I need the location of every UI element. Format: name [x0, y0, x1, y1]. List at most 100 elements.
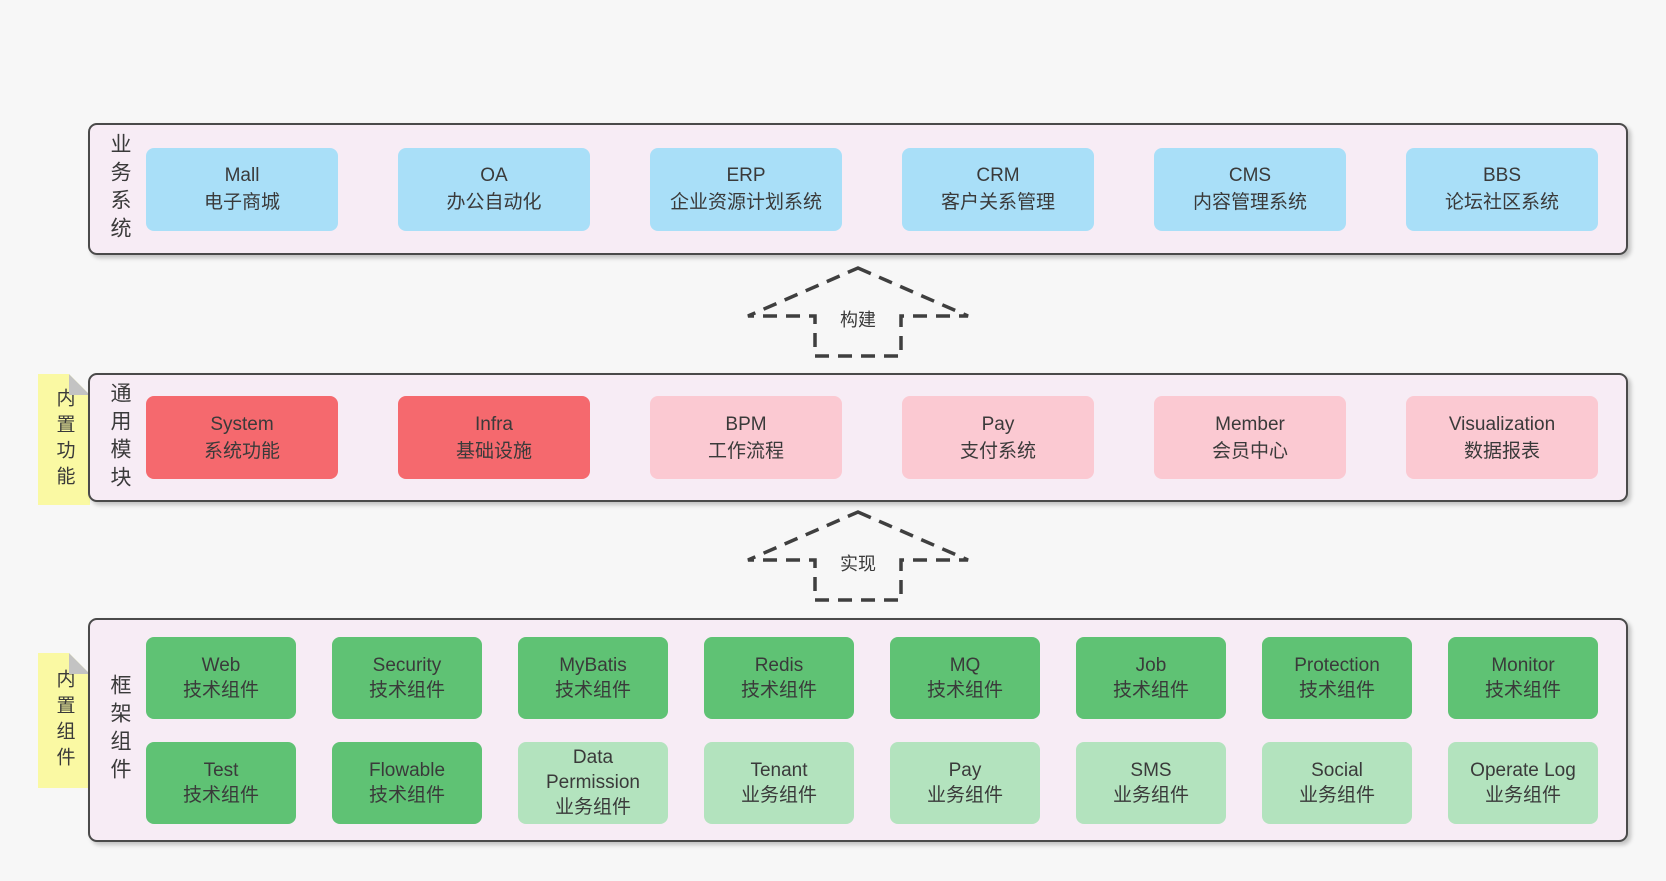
framework-components-panel: 框架组件 Web 技术组件 Security 技术组件 MyBatis 技术组件…: [88, 618, 1628, 842]
folded-corner: [69, 374, 90, 395]
box-mybatis: MyBatis 技术组件: [518, 636, 668, 719]
box-title: Pay: [948, 759, 982, 781]
box-redis: Redis 技术组件: [704, 636, 854, 719]
box-title: Monitor: [1491, 654, 1555, 676]
box-subtitle: 技术组件: [1112, 679, 1189, 701]
box-title: Flowable: [368, 759, 446, 781]
box-cms: CMS 内容管理系统: [1154, 147, 1346, 231]
framework-row-2: Test 技术组件 Flowable 技术组件 Data Permission …: [146, 741, 1598, 824]
box-title: Test: [203, 759, 239, 781]
box-subtitle: 办公自动化: [446, 192, 542, 213]
box-title: BBS: [1482, 165, 1522, 186]
box-subtitle: 技术组件: [368, 679, 445, 701]
box-subtitle: 技术组件: [1484, 679, 1561, 701]
box-social: Social 业务组件: [1262, 741, 1412, 824]
box-subtitle: 客户关系管理: [940, 192, 1055, 213]
box-title: Member: [1215, 413, 1285, 435]
box-subtitle: 业务组件: [740, 784, 817, 806]
box-title: SMS: [1130, 759, 1172, 781]
implement-arrow-label: 实现: [835, 549, 881, 577]
box-subtitle: 业务组件: [1298, 784, 1375, 806]
framework-row-1: Web 技术组件 Security 技术组件 MyBatis 技术组件 Redi…: [146, 636, 1598, 719]
box-subtitle: 技术组件: [740, 679, 817, 701]
box-tenant: Tenant 业务组件: [704, 741, 854, 824]
panel-label-common: 通用模块: [108, 381, 131, 494]
build-arrow-label: 构建: [835, 305, 881, 333]
box-title: Data Permission: [546, 747, 640, 793]
box-title: MQ: [949, 654, 981, 676]
folded-corner: [69, 653, 90, 674]
box-subtitle: 基础设施: [455, 440, 532, 462]
box-subtitle: 会员中心: [1211, 440, 1288, 462]
box-title: Job: [1135, 654, 1167, 676]
build-arrow: 构建: [738, 264, 978, 360]
box-subtitle: 技术组件: [182, 784, 259, 806]
box-subtitle: 内容管理系统: [1192, 192, 1307, 213]
box-title: Mall: [224, 165, 260, 186]
box-subtitle: 支付系统: [959, 440, 1036, 462]
box-subtitle: 技术组件: [554, 679, 631, 701]
common-modules-panel: 通用模块 System 系统功能 Infra 基础设施 BPM 工作流程 Pay…: [88, 373, 1628, 502]
box-title: Pay: [981, 413, 1015, 435]
box-oa: OA 办公自动化: [398, 147, 590, 231]
box-crm: CRM 客户关系管理: [902, 147, 1094, 231]
box-subtitle: 技术组件: [368, 784, 445, 806]
sticky-label: 内置功能: [53, 387, 75, 492]
box-subtitle: 论坛社区系统: [1444, 192, 1559, 213]
box-mall: Mall 电子商城: [146, 147, 338, 231]
box-pay-biz: Pay 业务组件: [890, 741, 1040, 824]
box-member: Member 会员中心: [1154, 396, 1346, 479]
box-title: Tenant: [750, 759, 808, 781]
box-title: Infra: [474, 413, 514, 435]
box-title: OA: [480, 165, 508, 186]
box-subtitle: 电子商城: [203, 192, 280, 213]
panel-label-business: 业务系统: [108, 133, 131, 245]
box-subtitle: 业务组件: [926, 784, 1003, 806]
box-subtitle: 数据报表: [1463, 440, 1540, 462]
box-test: Test 技术组件: [146, 741, 296, 824]
box-subtitle: 工作流程: [707, 440, 784, 462]
box-pay: Pay 支付系统: [902, 396, 1094, 479]
box-bpm: BPM 工作流程: [650, 396, 842, 479]
business-boxes: Mall 电子商城 OA 办公自动化 ERP 企业资源计划系统 CRM 客户关系…: [146, 125, 1598, 253]
box-infra: Infra 基础设施: [398, 396, 590, 479]
framework-rows: Web 技术组件 Security 技术组件 MyBatis 技术组件 Redi…: [146, 620, 1598, 840]
box-mq: MQ 技术组件: [890, 636, 1040, 719]
box-title: Operate Log: [1470, 759, 1576, 781]
box-operate-log: Operate Log 业务组件: [1448, 741, 1598, 824]
box-title: Security: [372, 654, 442, 676]
box-subtitle: 技术组件: [182, 679, 259, 701]
box-web: Web 技术组件: [146, 636, 296, 719]
panel-label-framework: 框架组件: [108, 674, 131, 786]
box-subtitle: 业务组件: [1484, 784, 1561, 806]
box-title: System: [210, 413, 274, 435]
common-boxes: System 系统功能 Infra 基础设施 BPM 工作流程 Pay 支付系统…: [146, 375, 1598, 500]
box-flowable: Flowable 技术组件: [332, 741, 482, 824]
box-visualization: Visualization 数据报表: [1406, 396, 1598, 479]
box-subtitle: 技术组件: [1298, 679, 1375, 701]
box-data-permission: Data Permission 业务组件: [518, 741, 668, 824]
box-title: CMS: [1228, 165, 1272, 186]
box-monitor: Monitor 技术组件: [1448, 636, 1598, 719]
box-title: Visualization: [1448, 413, 1556, 435]
box-subtitle: 业务组件: [1112, 784, 1189, 806]
business-systems-panel: 业务系统 Mall 电子商城 OA 办公自动化 ERP 企业资源计划系统 CRM…: [88, 123, 1628, 255]
box-erp: ERP 企业资源计划系统: [650, 147, 842, 231]
box-title: Redis: [754, 654, 804, 676]
box-title: Social: [1311, 759, 1363, 781]
box-subtitle: 业务组件: [554, 797, 631, 818]
box-job: Job 技术组件: [1076, 636, 1226, 719]
box-bbs: BBS 论坛社区系统: [1406, 147, 1598, 231]
box-subtitle: 企业资源计划系统: [669, 192, 822, 213]
box-security: Security 技术组件: [332, 636, 482, 719]
box-system: System 系统功能: [146, 396, 338, 479]
box-protection: Protection 技术组件: [1262, 636, 1412, 719]
box-title: Web: [201, 654, 241, 676]
box-title: MyBatis: [559, 654, 627, 676]
sticky-label: 内置组件: [53, 668, 75, 773]
box-title: CRM: [976, 165, 1020, 186]
sticky-note-built-in-components: 内置组件: [38, 653, 90, 788]
box-title: Protection: [1294, 654, 1380, 676]
sticky-note-built-in-features: 内置功能: [38, 374, 90, 505]
